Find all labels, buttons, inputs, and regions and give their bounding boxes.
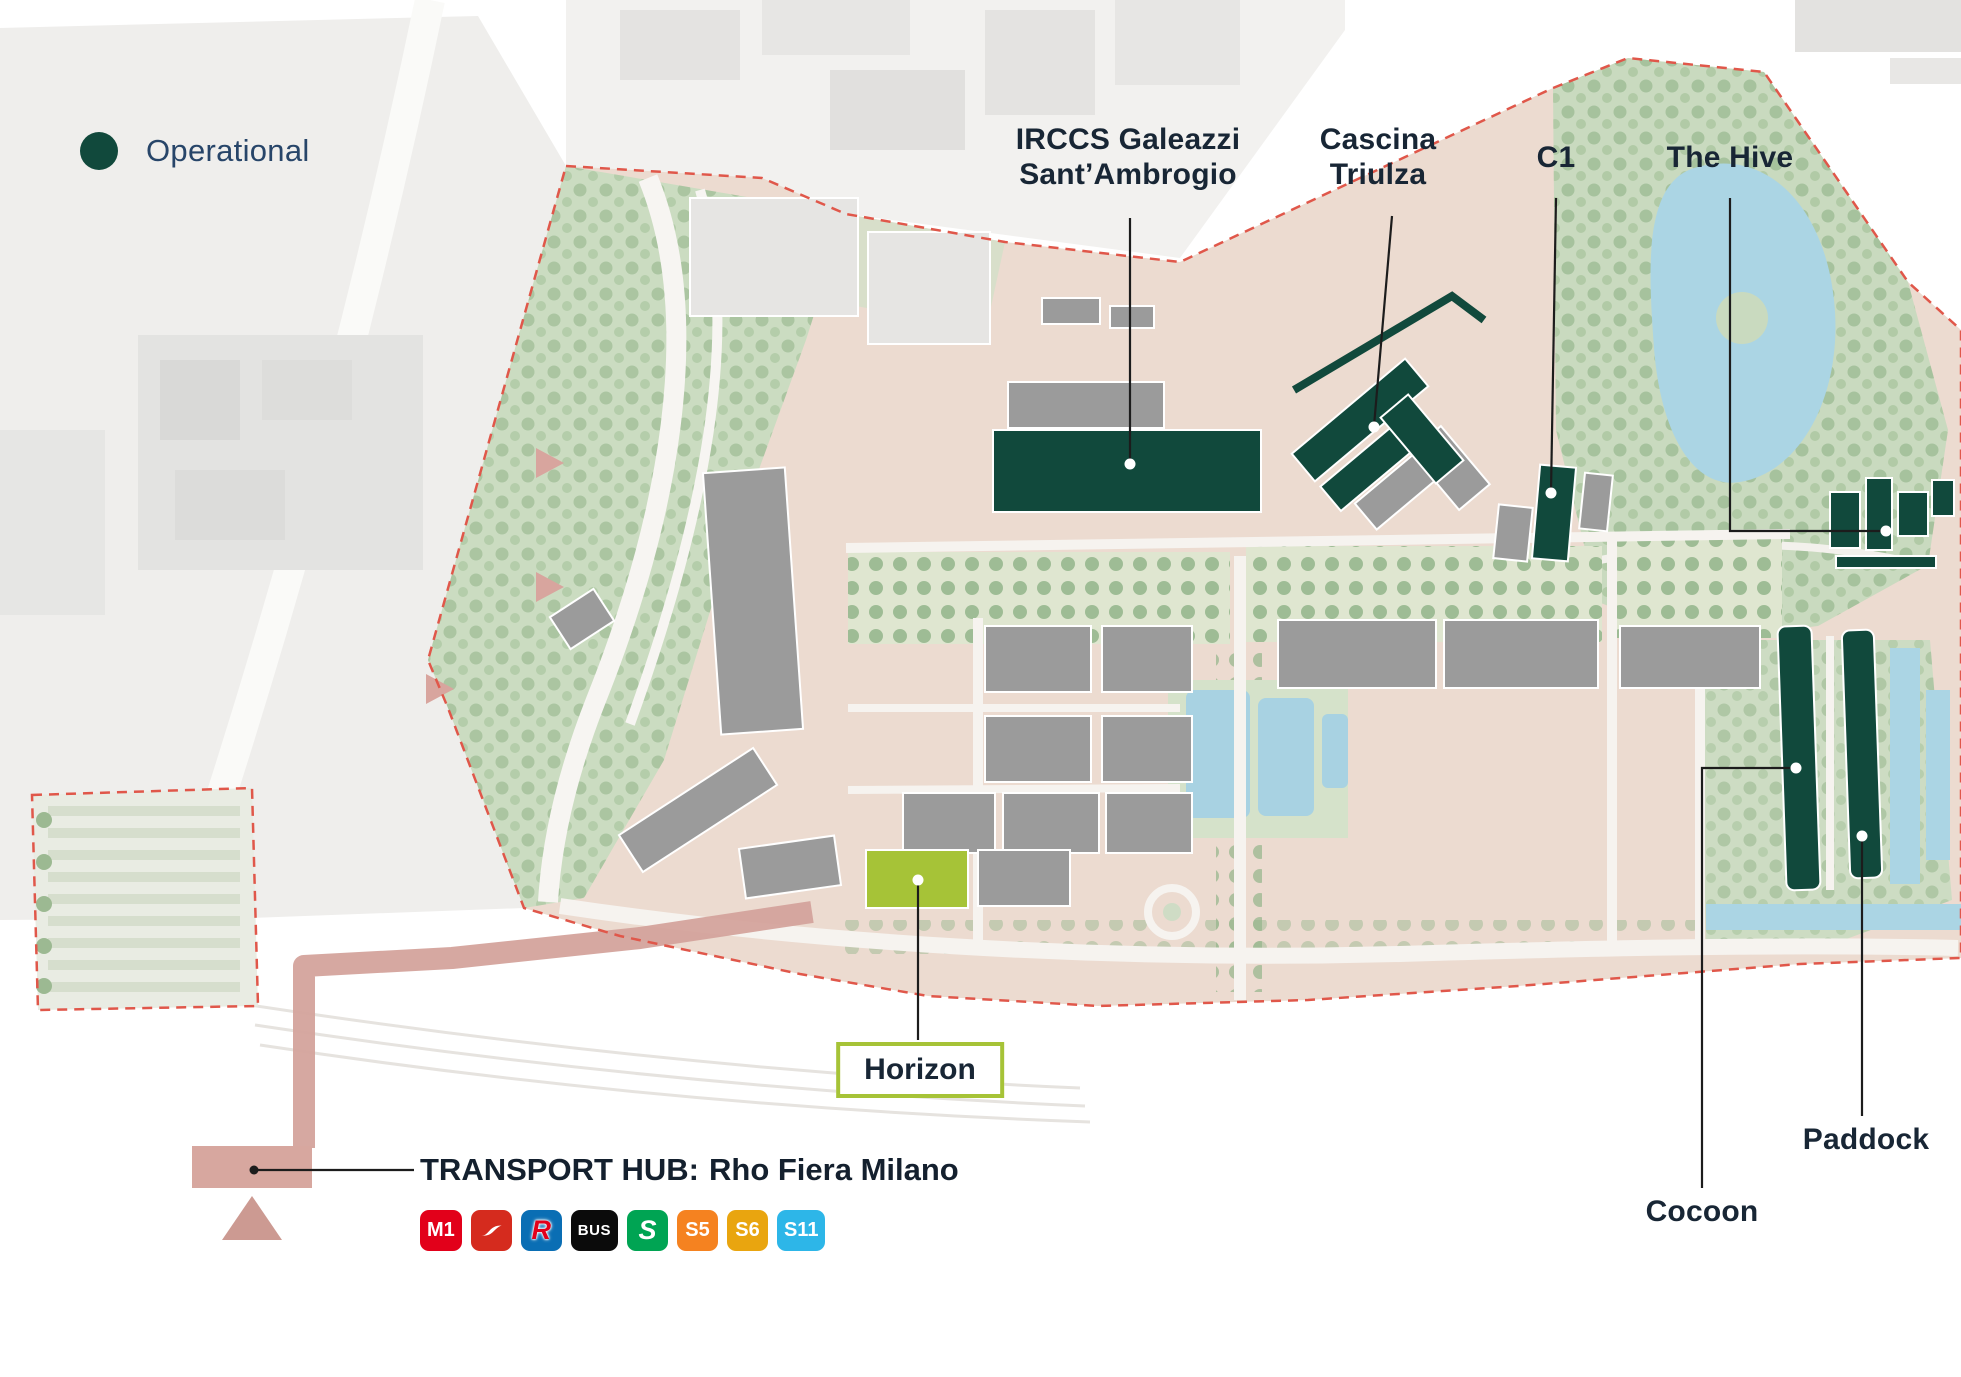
- badge-regional-r: R: [520, 1210, 562, 1251]
- label-the-hive: The Hive: [1666, 141, 1794, 174]
- label-c1: C1: [1536, 141, 1576, 174]
- existing-buildings: [689, 197, 991, 345]
- label-cascina-line2: Triulza: [1329, 158, 1427, 192]
- transit-badges: M1 R BUS S S5 S6 S11: [420, 1210, 826, 1251]
- c1-building: [1530, 463, 1578, 563]
- operational-buildings: [992, 291, 1955, 892]
- cocoon-leader-line: [1700, 766, 1796, 1188]
- label-cocoon: Cocoon: [1645, 1195, 1759, 1228]
- badge-s-lines: S: [626, 1210, 668, 1251]
- trenitalia-icon: [470, 1210, 512, 1251]
- label-horizon: Horizon: [836, 1042, 1004, 1098]
- hive-leader-line: [1728, 198, 1886, 533]
- label-paddock: Paddock: [1802, 1123, 1930, 1156]
- operational-status-dot: [80, 132, 118, 170]
- trenitalia-swoosh-icon: [481, 1225, 502, 1236]
- planned-buildings: [548, 297, 1761, 907]
- site-boundary: [30, 56, 1961, 1012]
- c1-leader-line: [1549, 197, 1558, 493]
- hub-triangle-marker: [222, 1196, 282, 1240]
- legend-operational-label: Operational: [146, 133, 310, 168]
- label-irccs-line2: Sant’Ambrogio: [1019, 158, 1237, 192]
- badge-bus: BUS: [570, 1210, 618, 1251]
- gate-marker: [536, 572, 564, 602]
- legend: Operational: [80, 132, 310, 170]
- cascina-leader-line: [1372, 215, 1394, 427]
- the-hive-buildings: [1829, 477, 1955, 569]
- badge-s11: S11: [776, 1210, 826, 1251]
- gate-marker: [536, 448, 564, 478]
- badge-s6: S6: [726, 1210, 768, 1251]
- leader-lines: [254, 197, 1886, 1188]
- paddock-building: [1840, 628, 1884, 880]
- irccs-building: [992, 429, 1262, 513]
- transport-route: [192, 448, 814, 1240]
- transport-hub-name: Rho Fiera Milano: [709, 1152, 959, 1187]
- pond: [1322, 714, 1348, 788]
- offsite-context: [0, 0, 1961, 1124]
- label-irccs: IRCCS Galeazzi Sant’Ambrogio: [1016, 122, 1241, 193]
- badge-s5: S5: [676, 1210, 718, 1251]
- label-cascina-triulza: Cascina Triulza: [1320, 122, 1436, 193]
- pond: [1258, 698, 1314, 816]
- parking-area: [32, 788, 258, 1010]
- leader-dots: [249, 421, 1892, 1175]
- label-irccs-line1: IRCCS Galeazzi: [1015, 123, 1241, 156]
- gate-marker: [426, 674, 454, 704]
- cascina-triulza-buildings: [1290, 291, 1487, 513]
- cocoon-building: [1776, 624, 1822, 892]
- transport-hub-prefix: TRANSPORT HUB:: [420, 1152, 699, 1187]
- label-cascina-line1: Cascina: [1319, 123, 1437, 156]
- badge-m1: M1: [420, 1210, 462, 1251]
- transport-hub-caption: TRANSPORT HUB: Rho Fiera Milano: [420, 1152, 959, 1188]
